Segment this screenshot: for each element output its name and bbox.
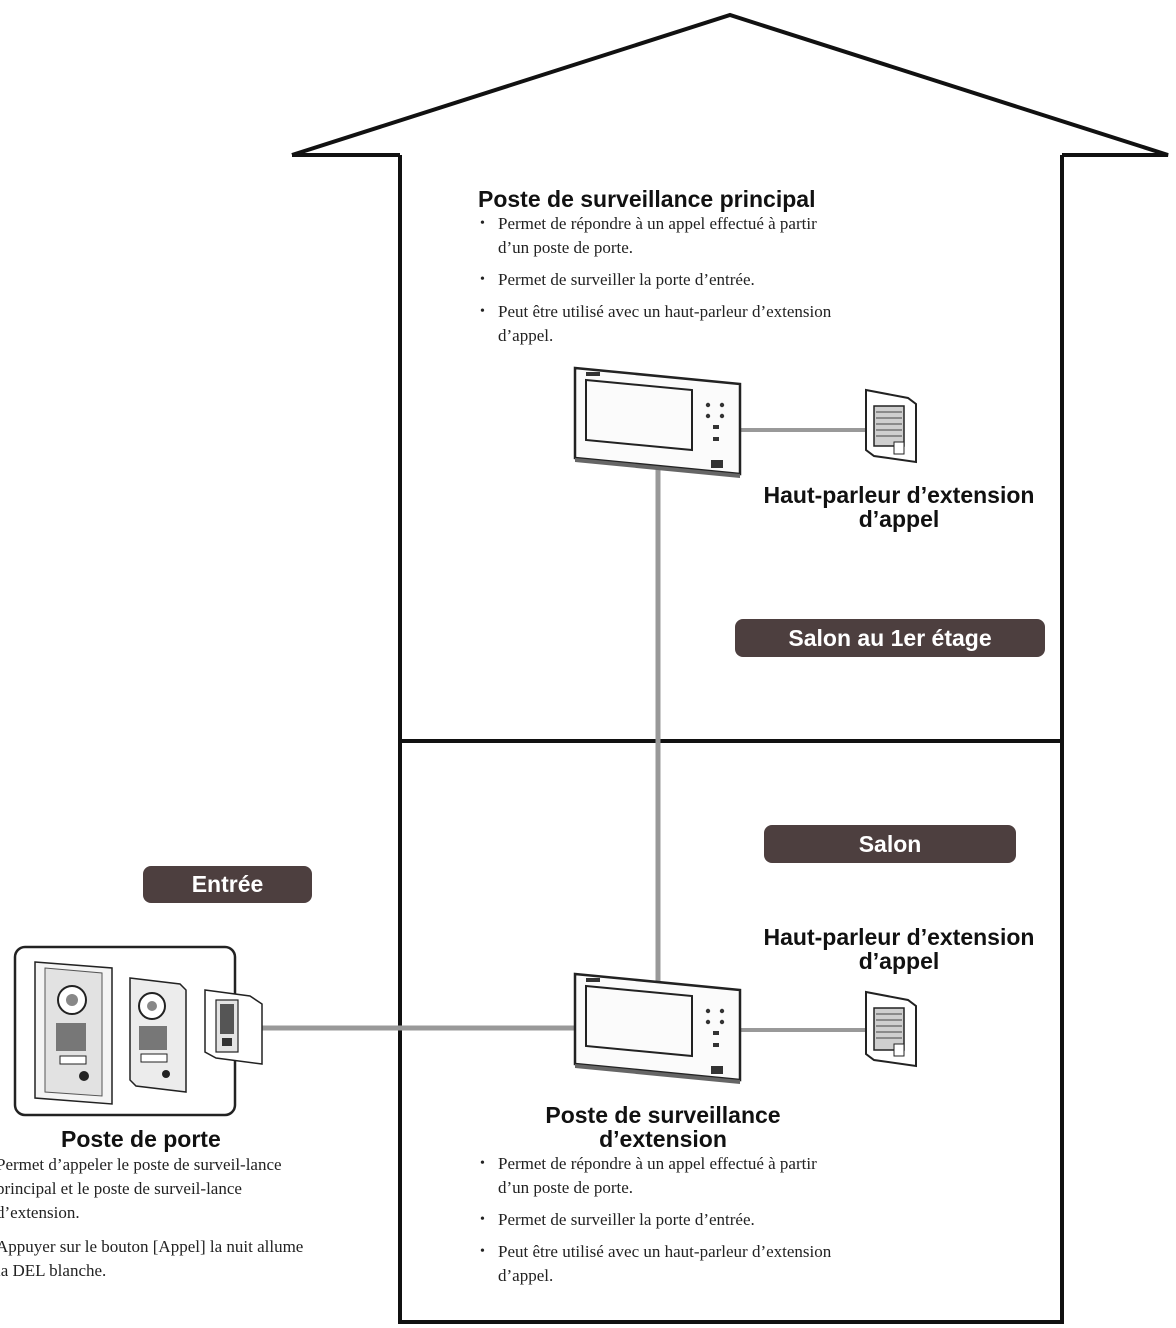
extension-monitor-feature-list: Permet de répondre à un appel effectué à… (478, 1152, 840, 1296)
lower-speaker-label: Haut-parleur d’extension d’appel (763, 924, 1035, 974)
main-monitor-title: Poste de surveillance principal (478, 186, 816, 212)
main-monitor-feature: Peut être utilisé avec un haut-parleur d… (478, 300, 840, 348)
main-monitor-feature-list: Permet de répondre à un appel effectué à… (478, 212, 840, 356)
door-stations-device (13, 945, 263, 1117)
upper-speaker-label: Haut-parleur d’extension d’appel (763, 482, 1035, 532)
main-monitor-feature: Permet de répondre à un appel effectué à… (478, 212, 840, 260)
house-roof (291, 12, 1169, 157)
room-label-living-room: Salon (764, 825, 1016, 863)
upper-speaker-device (865, 388, 917, 464)
door-station-description: Permet d’appeler le poste de surveil-lan… (0, 1155, 282, 1222)
extension-monitor-feature: Peut être utilisé avec un haut-parleur d… (478, 1240, 840, 1288)
lower-speaker-device (865, 990, 917, 1068)
extension-monitor-feature: Permet de surveiller la porte d’entrée. (478, 1208, 840, 1232)
door-station-title: Poste de porte (61, 1126, 221, 1152)
extension-monitor-device (573, 972, 742, 1084)
door-station-night-led-note: Appuyer sur le bouton [Appel] la nuit al… (0, 1237, 304, 1280)
main-monitor-device (573, 366, 742, 478)
extension-monitor-feature: Permet de répondre à un appel effectué à… (478, 1152, 840, 1200)
main-monitor-feature: Permet de surveiller la porte d’entrée. (478, 268, 840, 292)
room-label-entrance: Entrée (143, 866, 312, 903)
extension-monitor-title: Poste de surveillance d’extension (545, 1102, 781, 1152)
room-label-upper-living-room: Salon au 1er étage (735, 619, 1045, 657)
